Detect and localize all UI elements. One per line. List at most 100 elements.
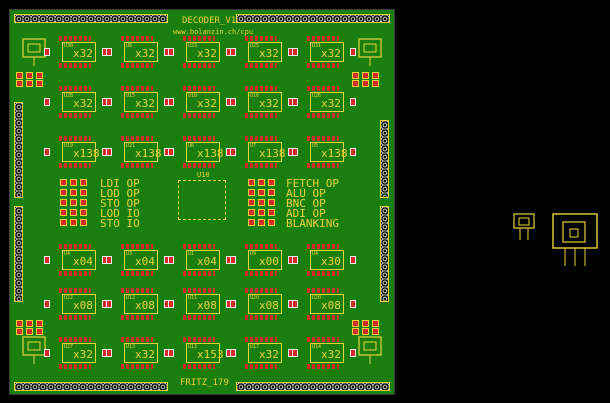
chip-pins: [121, 271, 153, 276]
resistor: [44, 349, 50, 357]
jumper-pad: [248, 189, 255, 196]
chip-value: x00: [259, 255, 279, 268]
chip-pins: [245, 136, 277, 141]
chip-pins: [121, 288, 153, 293]
chip-pins: [245, 288, 277, 293]
top-right-header: [236, 14, 390, 23]
chip-value: x32: [197, 97, 217, 110]
chip-ref: U17: [250, 344, 260, 350]
chip-ref: U30: [64, 43, 74, 49]
jumper-pad: [80, 189, 87, 196]
chip-value: x32: [321, 348, 341, 361]
chip-pins: [307, 271, 339, 276]
chip-pins: [183, 244, 215, 249]
chip-pins: [183, 315, 215, 320]
chip-value: x32: [135, 47, 155, 60]
pad: [362, 72, 369, 79]
chip-ref: U23: [188, 43, 198, 49]
right-lower-header: [380, 206, 389, 302]
left-upper-header: [14, 102, 23, 198]
pad: [26, 328, 33, 335]
chip-value: x30: [321, 255, 341, 268]
chip-value: x08: [73, 299, 93, 312]
option-label: LOD OP: [100, 187, 140, 200]
option-label: BNC OP: [286, 197, 326, 210]
center-chip: U10: [178, 172, 226, 220]
resistor: [44, 256, 50, 264]
jumper-pad: [248, 179, 255, 186]
option-label: STO IO: [100, 217, 140, 230]
chip-ref: U8: [126, 43, 133, 49]
chip-pins: [307, 86, 339, 91]
resistor: [168, 300, 174, 308]
chip-ref: U9: [250, 251, 257, 257]
chip-pins: [59, 271, 91, 276]
chip-value: x04: [135, 255, 155, 268]
right-upper-header: [380, 120, 389, 198]
chip-pins: [183, 163, 215, 168]
jumper-pad: [80, 199, 87, 206]
pad: [372, 328, 379, 335]
chip-pins: [245, 163, 277, 168]
chip-pins: [121, 163, 153, 168]
chip-pins: [183, 337, 215, 342]
chip-pins: [307, 163, 339, 168]
chip-pins: [307, 63, 339, 68]
chip-ref: U4: [64, 251, 71, 257]
chip-ref: U14: [312, 344, 322, 350]
chip-pins: [183, 63, 215, 68]
jumper-pad: [258, 199, 265, 206]
resistor: [168, 48, 174, 56]
chip-value: x04: [197, 255, 217, 268]
regulator-icon: [552, 213, 598, 266]
chip-pins: [245, 113, 277, 118]
pad: [36, 320, 43, 327]
chip-pins: [245, 36, 277, 41]
chip-ref: U28: [64, 93, 74, 99]
jumper-pad: [248, 199, 255, 206]
chip-pins: [121, 337, 153, 342]
pad: [26, 72, 33, 79]
resistor: [44, 148, 50, 156]
chip-value: x138: [259, 147, 286, 160]
chip-ref: U1: [188, 251, 195, 257]
chip-pins: [307, 113, 339, 118]
chip-pins: [121, 113, 153, 118]
chip-ref: U15: [126, 93, 136, 99]
jumper-pad: [248, 219, 255, 226]
resistor: [106, 148, 112, 156]
resistor: [230, 48, 236, 56]
chip-pins: [59, 364, 91, 369]
resistor: [292, 98, 298, 106]
chip-value: x138: [197, 147, 224, 160]
chip-value: x32: [73, 97, 93, 110]
pad: [352, 320, 359, 327]
pad: [362, 320, 369, 327]
jumper-pad: [60, 219, 67, 226]
chip-pins: [307, 337, 339, 342]
chip-value: x138: [321, 147, 348, 160]
pad: [362, 328, 369, 335]
resistor: [350, 256, 356, 264]
jumper-pad: [60, 199, 67, 206]
resistor: [106, 98, 112, 106]
chip-pins: [307, 36, 339, 41]
header-connector-icon: [358, 38, 382, 66]
chip-ref: U4: [312, 251, 319, 257]
resistor: [292, 148, 298, 156]
chip-pins: [59, 337, 91, 342]
option-label: BLANKING: [286, 217, 339, 230]
resistor: [44, 300, 50, 308]
pad: [352, 72, 359, 79]
chip-pins: [59, 244, 91, 249]
